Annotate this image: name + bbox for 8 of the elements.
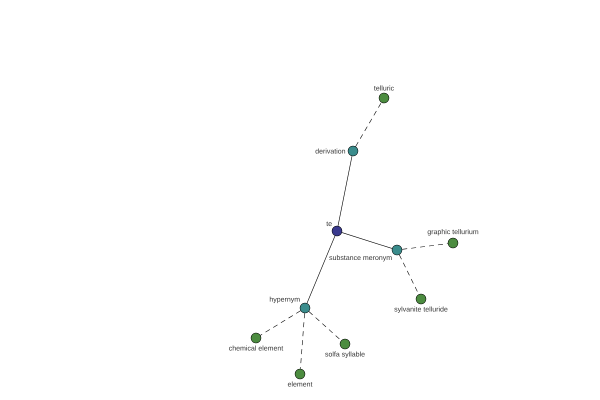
connector-line [338, 156, 352, 226]
connector-line [355, 102, 382, 147]
connector-line [342, 232, 392, 249]
connector-line [300, 312, 305, 370]
connector-line [308, 311, 342, 341]
connector-line [306, 236, 336, 304]
connector-line [402, 243, 448, 250]
connector-line [260, 310, 301, 336]
